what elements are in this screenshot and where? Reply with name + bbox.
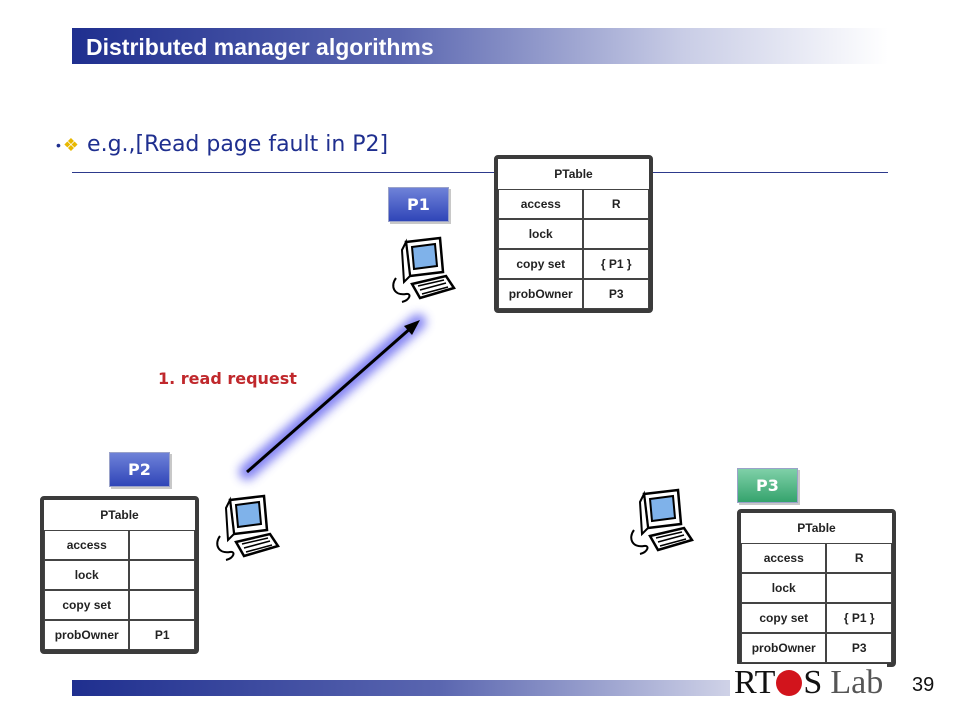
ptable-value: { P1 }	[826, 603, 892, 633]
ptable-value: P1	[129, 620, 195, 650]
ptable-title: PTable	[44, 500, 195, 530]
ptable-key: probOwner	[44, 620, 130, 650]
ptable-value	[129, 590, 195, 620]
ptable-row: lock	[44, 560, 195, 590]
bullet-dot-icon: •	[56, 137, 61, 154]
ptable-value	[583, 219, 649, 249]
footer-bar	[72, 680, 888, 696]
ptable-value: { P1 }	[583, 249, 649, 279]
ptable-value	[826, 573, 892, 603]
computer-icon-p1	[392, 236, 456, 303]
ptable-key: access	[741, 543, 827, 573]
ptable-row: copy set	[44, 590, 195, 620]
ptable-row: probOwner P3	[498, 279, 649, 309]
ptable-row: lock	[741, 573, 892, 603]
ptable-key: copy set	[741, 603, 827, 633]
ptable-key: copy set	[44, 590, 130, 620]
bullet-item: •❖ e.g.,[Read page fault in P2]	[56, 131, 388, 157]
title-bar	[72, 28, 888, 64]
ptable-key: access	[44, 530, 130, 560]
ptable-value: P3	[583, 279, 649, 309]
ptable-key: probOwner	[741, 633, 827, 663]
ptable-p2: PTable access lock copy set probOwner P1	[40, 496, 199, 654]
ptable-row: copy set { P1 }	[741, 603, 892, 633]
ptable-value: R	[583, 189, 649, 219]
ptable-row: probOwner P3	[741, 633, 892, 663]
computer-icon-p2	[216, 494, 280, 561]
ptable-key: lock	[44, 560, 130, 590]
ptable-row: access R	[741, 543, 892, 573]
ptable-key: access	[498, 189, 584, 219]
page-number: 39	[912, 674, 935, 696]
bullet-text: e.g.,[Read page fault in P2]	[87, 132, 389, 157]
ptable-value: P3	[826, 633, 892, 663]
ptable-key: copy set	[498, 249, 584, 279]
ptable-row: access	[44, 530, 195, 560]
ptable-title: PTable	[741, 513, 892, 543]
ptable-key: lock	[741, 573, 827, 603]
diamond-bullet-icon: ❖	[62, 135, 80, 155]
ptable-key: lock	[498, 219, 584, 249]
ptable-value: R	[826, 543, 892, 573]
computer-icon-p3	[630, 488, 694, 555]
read-request-label: 1. read request	[158, 369, 297, 388]
ptable-row: access R	[498, 189, 649, 219]
ptable-title: PTable	[498, 159, 649, 189]
ptable-row: lock	[498, 219, 649, 249]
ptable-value	[129, 560, 195, 590]
ptable-p1: PTable access R lock copy set { P1 } pro…	[494, 155, 653, 313]
bullet-underline	[72, 172, 888, 173]
ptable-p3: PTable access R lock copy set { P1 } pro…	[737, 509, 896, 667]
node-label-p1: P1	[388, 187, 449, 222]
node-label-p3: P3	[737, 468, 798, 503]
node-label-p2: P2	[109, 452, 170, 487]
slide-title: Distributed manager algorithms	[86, 34, 434, 60]
ptable-value	[129, 530, 195, 560]
ptable-row: probOwner P1	[44, 620, 195, 650]
ptable-key: probOwner	[498, 279, 584, 309]
ptable-row: copy set { P1 }	[498, 249, 649, 279]
